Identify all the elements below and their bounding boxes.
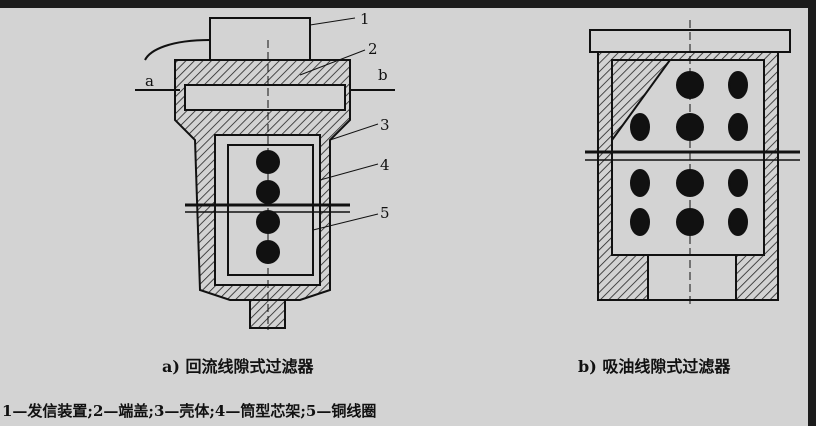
- outlet-label: b: [378, 66, 388, 84]
- callout-3: 3: [380, 116, 390, 134]
- callout-1: 1: [360, 10, 370, 28]
- inlet-label: a: [145, 72, 154, 90]
- callout-4: 4: [380, 156, 390, 174]
- callout-2: 2: [368, 40, 378, 58]
- caption-b: b) 吸油线隙式过滤器: [578, 357, 731, 376]
- suction-line-filter-drawing: [585, 20, 800, 305]
- return-line-filter-drawing: [135, 17, 395, 330]
- parts-legend: 1—发信装置;2—端盖;3—壳体;4—筒型芯架;5—铜线圈: [2, 402, 377, 420]
- callout-5: 5: [380, 204, 390, 222]
- caption-a: a) 回流线隙式过滤器: [162, 357, 314, 376]
